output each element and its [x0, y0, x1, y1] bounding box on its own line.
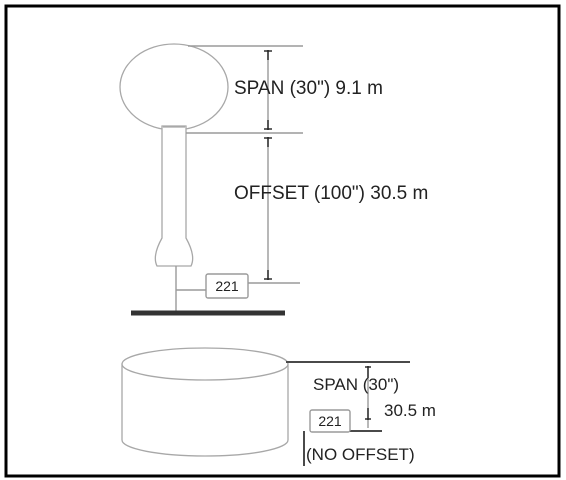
span-metric-ground: 30.5 m [384, 401, 436, 420]
elevated-tank-sphere [119, 43, 229, 131]
offset-label-elevated: OFFSET (100") 30.5 m [234, 183, 428, 204]
diagram-border [4, 4, 561, 478]
no-offset-note: (NO OFFSET) [306, 445, 415, 464]
transmitter-label-ground: 221 [318, 413, 342, 429]
elevated-tank-riser [154, 125, 194, 267]
span-label-elevated: SPAN (30") 9.1 m [234, 78, 383, 99]
ground-tank-group: 221 SPAN (30") 30.5 m (NO OFFSET) [121, 347, 436, 466]
ground-tank-body [121, 363, 289, 457]
transmitter-label-elevated: 221 [215, 278, 239, 294]
span-label-ground: SPAN (30") [313, 375, 399, 394]
transmitter-box-elevated [205, 273, 249, 299]
ground-tank-top [121, 347, 289, 381]
elevated-tank-group: 221 SPAN (30") 9.1 m OFFSET (100") 30.5 … [119, 43, 428, 316]
transmitter-box-ground [309, 409, 351, 433]
